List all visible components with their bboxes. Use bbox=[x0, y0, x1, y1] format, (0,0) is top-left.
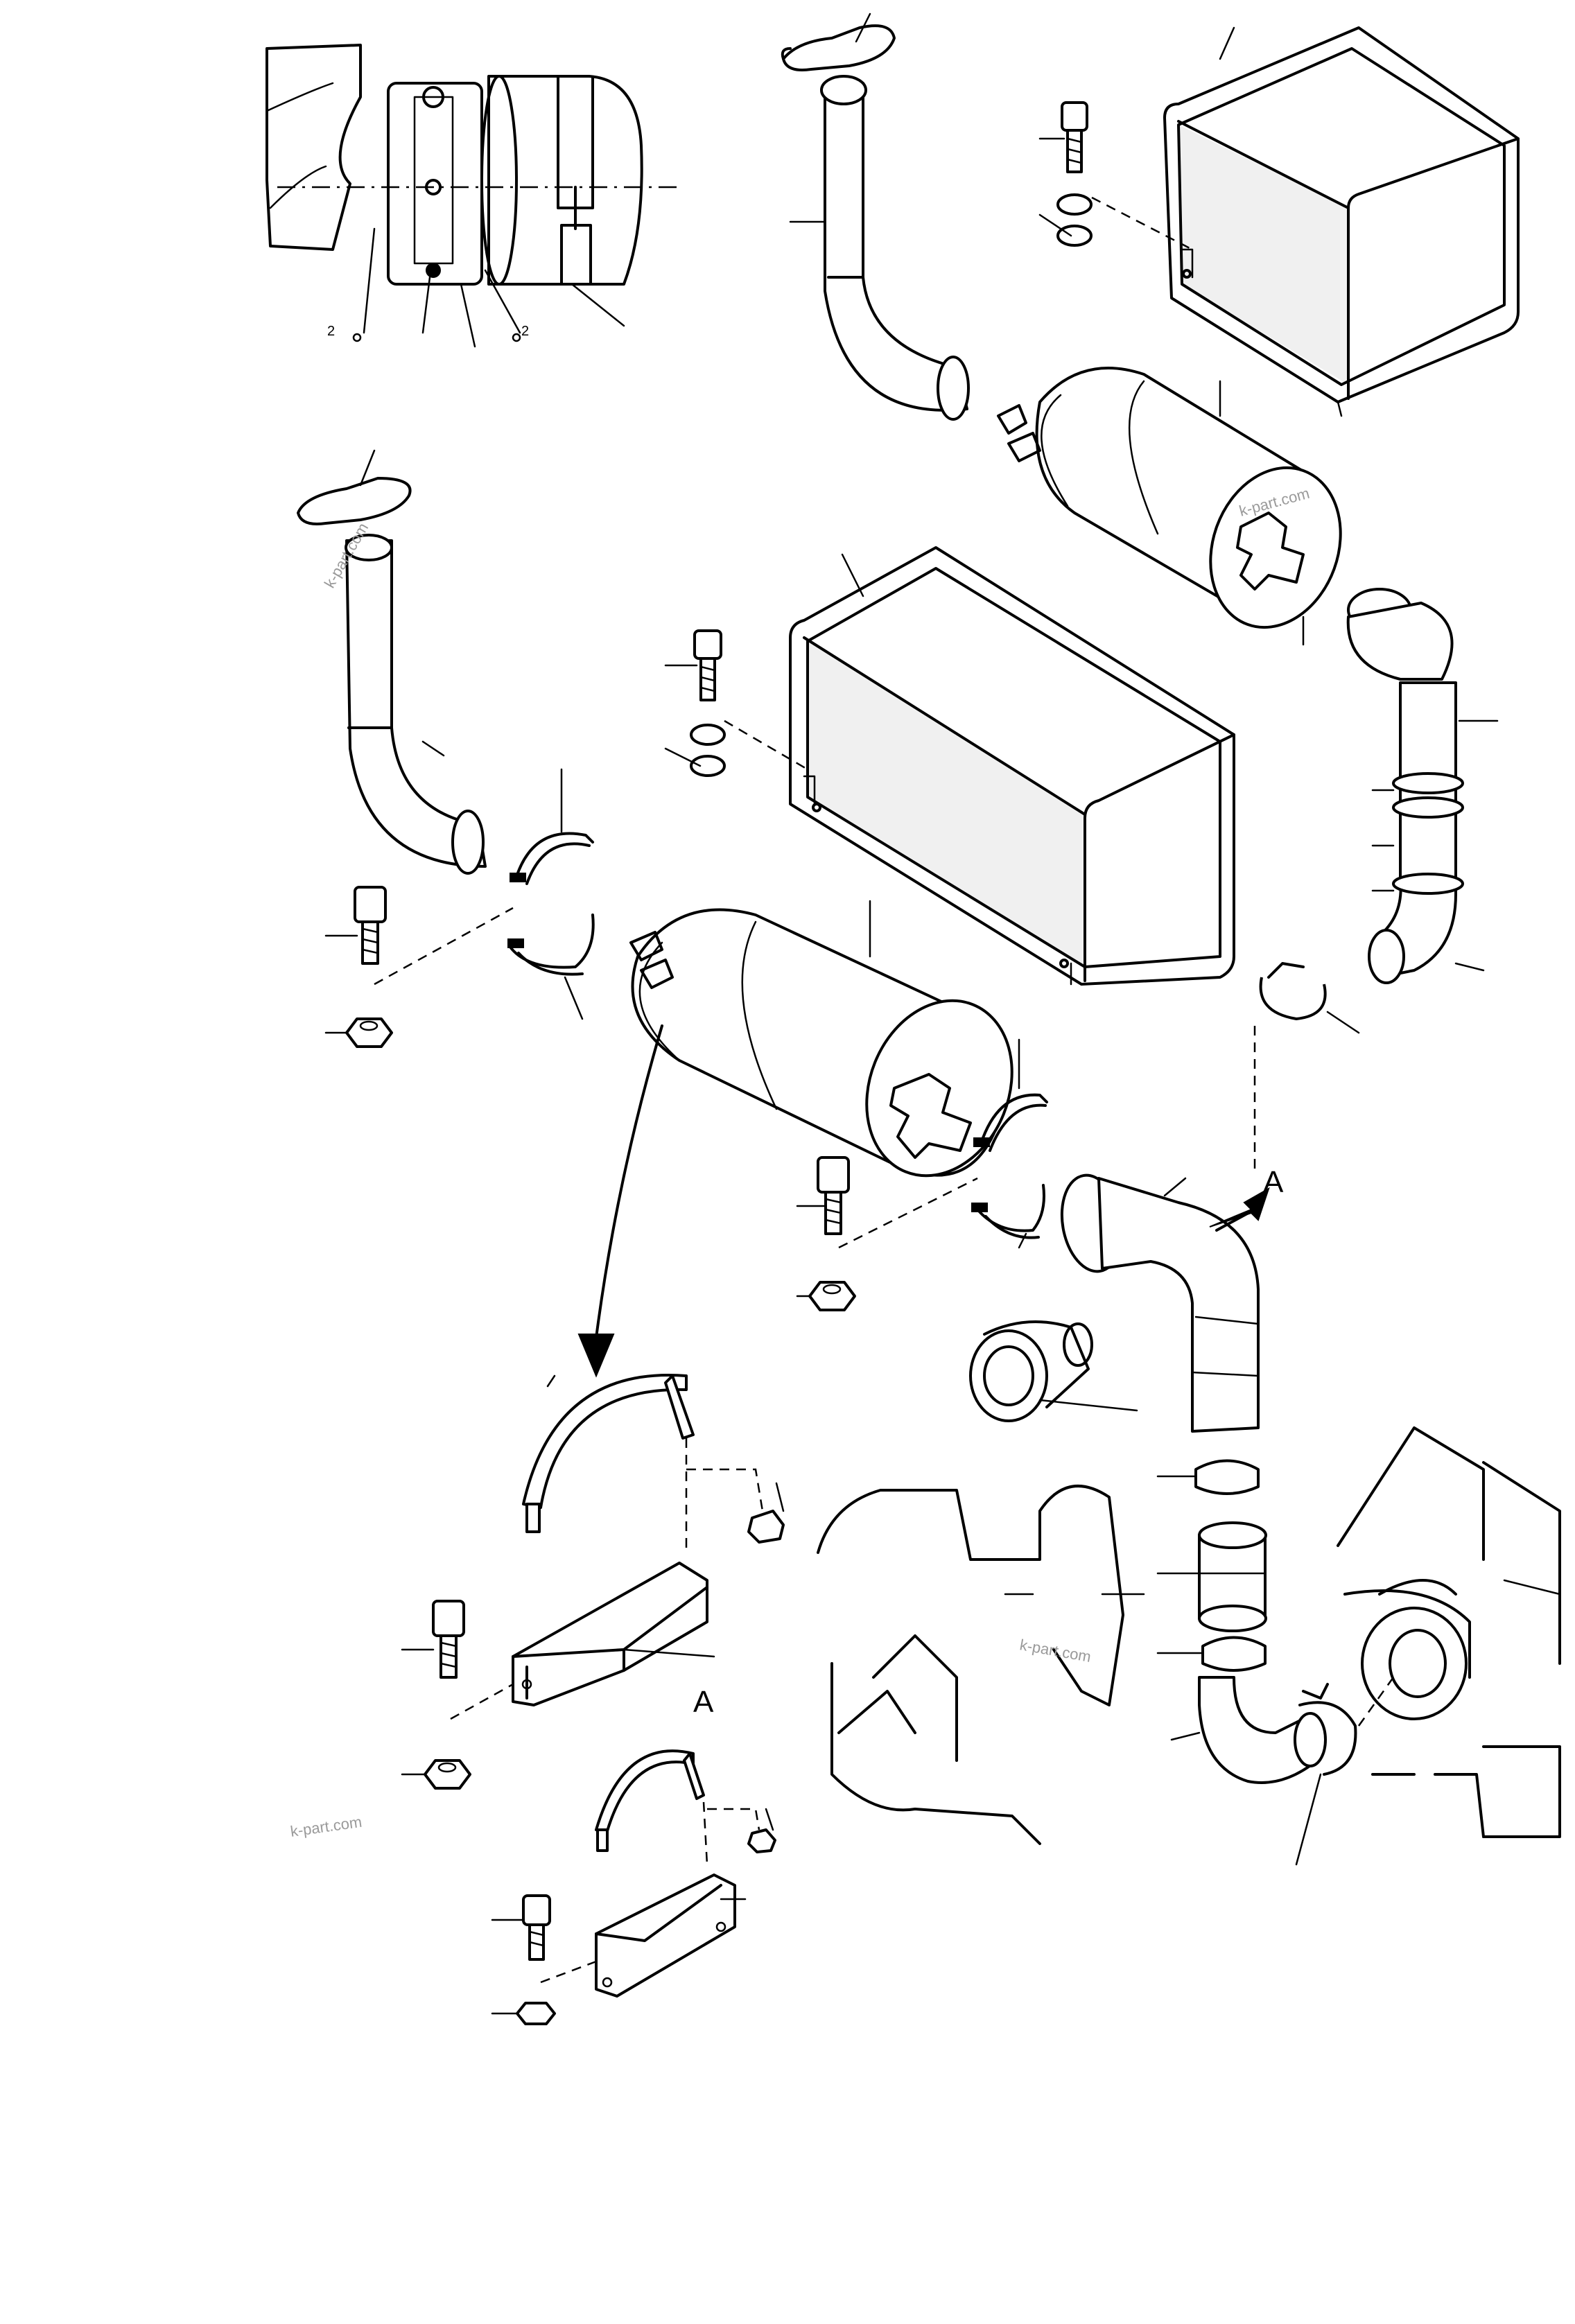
watermark-engine: k-part.com bbox=[1018, 1636, 1093, 1666]
watermark-lower-left: k-part.com bbox=[289, 1813, 363, 1840]
lower-elbow-pipe: A bbox=[1060, 1165, 1284, 1433]
engine-block: k-part.com bbox=[817, 1320, 1561, 1845]
upper-muffler: k-part.com bbox=[997, 367, 1342, 646]
middle-shield-bolt-set bbox=[664, 629, 808, 777]
vertical-connector-stack bbox=[1156, 1459, 1267, 1672]
lower-strap-clamps bbox=[796, 1038, 1048, 1311]
upper-shield-bolt-set bbox=[1038, 101, 1193, 251]
upper-tailpipe bbox=[781, 12, 970, 421]
sensor-mount-detail: 2 2 bbox=[266, 44, 679, 348]
upper-heat-shield bbox=[1163, 26, 1520, 417]
muffler-mount-bracket bbox=[401, 1024, 785, 1790]
middle-heat-shield bbox=[789, 546, 1235, 986]
right-flex-pipe-assembly bbox=[1253, 588, 1499, 1171]
detail-callout-mark-right: 2 bbox=[521, 324, 529, 339]
turbo-elbow-and-clamp bbox=[1170, 1676, 1395, 1866]
view-arrow-label: A bbox=[1263, 1165, 1284, 1199]
middle-strap-clamps bbox=[324, 768, 595, 1048]
detail-view-label: A bbox=[693, 1685, 714, 1719]
main-muffler bbox=[629, 900, 1013, 1178]
middle-tailpipe: k-part.com bbox=[297, 449, 487, 875]
detail-view-a-bracket: A bbox=[491, 1685, 776, 2025]
detail-callout-mark-left: 2 bbox=[327, 324, 335, 339]
